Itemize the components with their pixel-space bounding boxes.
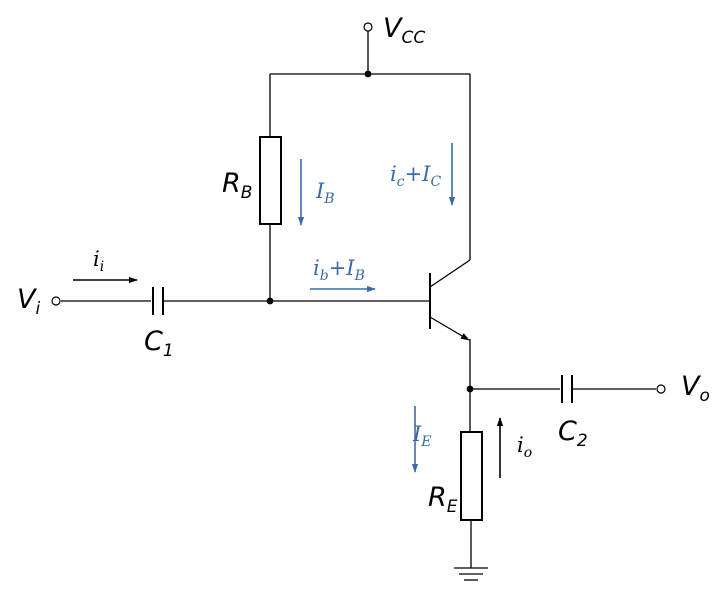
input-wire <box>61 297 430 305</box>
resistor-re <box>460 431 483 521</box>
label-ie: IE <box>412 422 432 450</box>
capacitor-c1 <box>152 287 164 315</box>
label-vi: Vi <box>17 284 40 319</box>
label-rb: RB <box>222 168 252 203</box>
label-c1: C1 <box>144 326 174 361</box>
label-ic-sum: ic+IC <box>390 162 441 190</box>
label-c2: C2 <box>558 416 588 451</box>
emitter-wire <box>466 339 656 568</box>
vcc-terminal <box>363 22 373 32</box>
label-vcc: VCC <box>383 13 425 48</box>
label-ii: ii <box>93 247 104 275</box>
vo-terminal <box>656 384 666 394</box>
capacitor-c2 <box>561 375 573 403</box>
resistor-rb <box>259 136 282 225</box>
ground-icon <box>454 567 488 581</box>
vcc-rail <box>269 31 471 260</box>
label-io: io <box>517 433 532 461</box>
vi-terminal <box>51 296 61 306</box>
label-vo: Vo <box>681 371 710 406</box>
transistor-npn <box>429 259 471 341</box>
label-ib: IB <box>315 179 335 207</box>
label-re: RE <box>428 482 458 517</box>
label-ib-sum: ib+IB <box>313 256 365 284</box>
